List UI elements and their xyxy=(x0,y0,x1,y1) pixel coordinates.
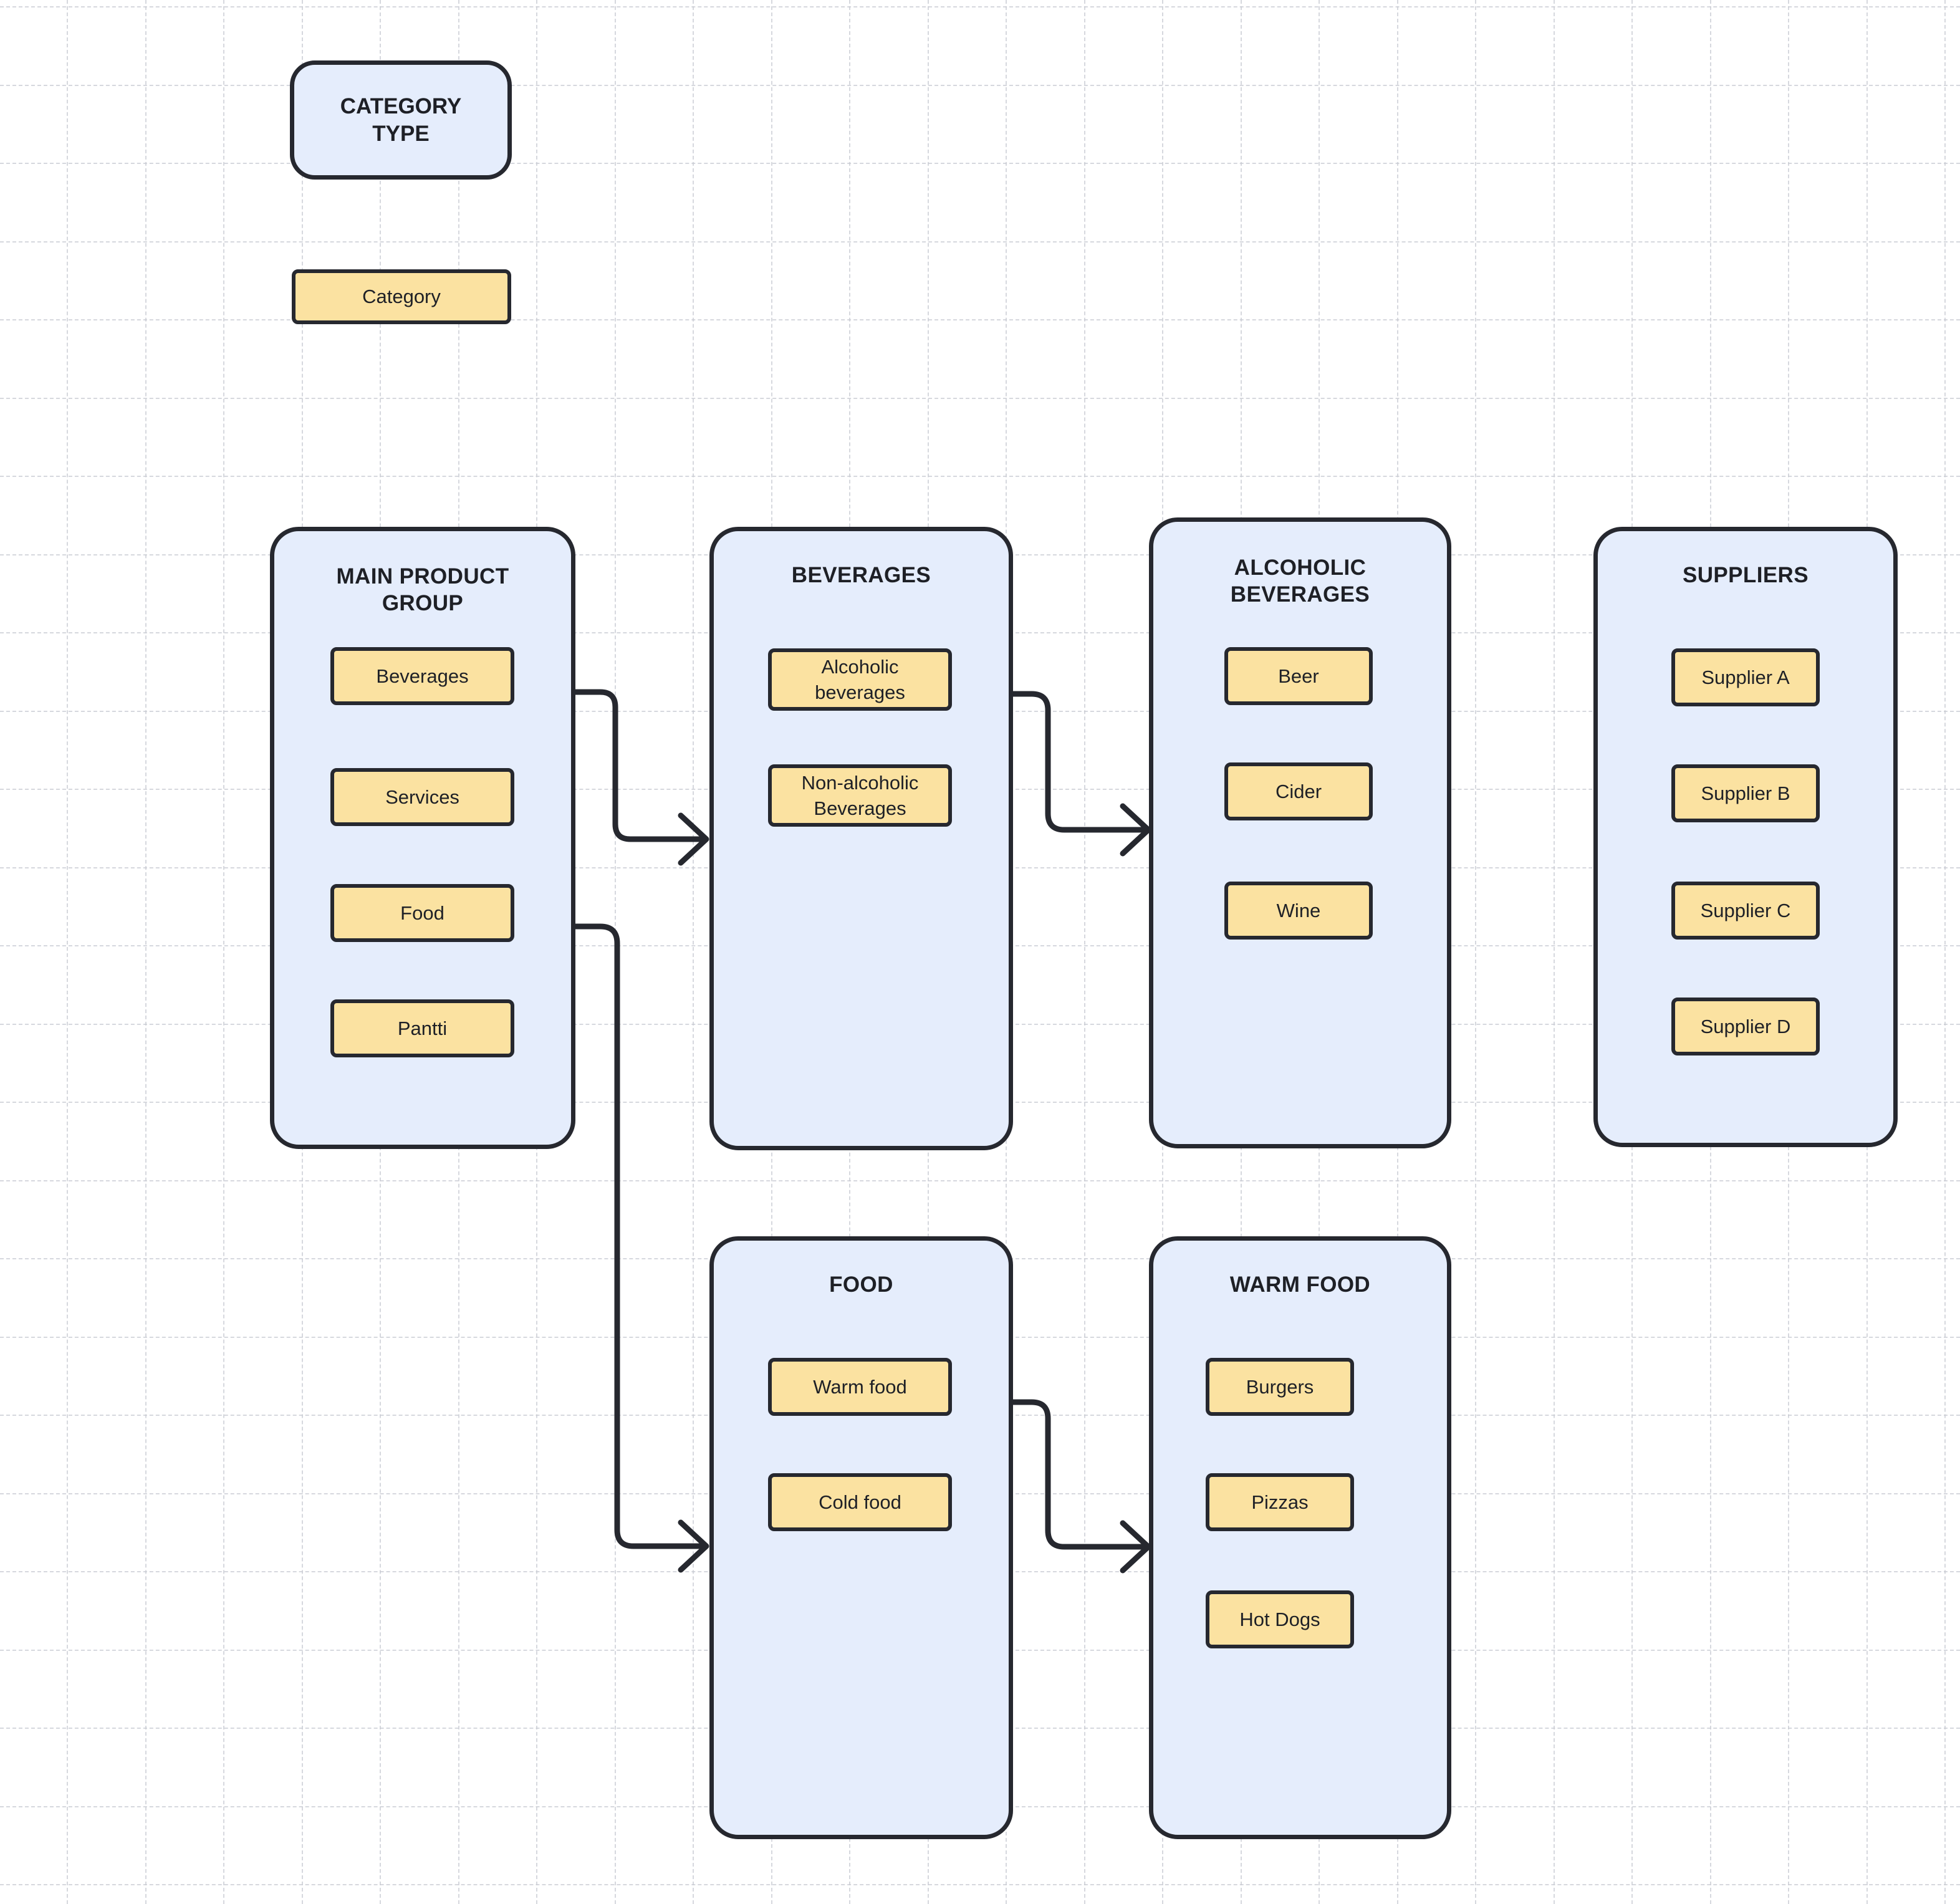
node-label: Burgers xyxy=(1246,1375,1314,1398)
node-label: Cold food xyxy=(819,1491,901,1513)
node-beverages[interactable]: Beverages xyxy=(330,647,514,705)
node-burgers[interactable]: Burgers xyxy=(1206,1358,1354,1416)
title-line: MAIN PRODUCT xyxy=(336,564,509,589)
container-title-main-product-group: MAIN PRODUCT GROUP xyxy=(274,564,571,617)
container-title-beverages: BEVERAGES xyxy=(714,562,1009,589)
legend-category-shape[interactable]: Category xyxy=(292,269,511,324)
node-alcoholic-beverages[interactable]: Alcoholic beverages xyxy=(768,648,952,711)
container-beverages[interactable]: BEVERAGES xyxy=(709,527,1013,1150)
container-title-alcoholic-beverages: ALCOHOLIC BEVERAGES xyxy=(1153,555,1447,608)
title-line: ALCOHOLIC xyxy=(1234,555,1367,580)
legend-category-label: Category xyxy=(362,286,441,308)
node-label: Supplier A xyxy=(1701,666,1790,688)
node-non-alcoholic-beverages[interactable]: Non-alcoholic Beverages xyxy=(768,764,952,827)
node-cider[interactable]: Cider xyxy=(1224,762,1373,820)
node-hot-dogs[interactable]: Hot Dogs xyxy=(1206,1590,1354,1648)
node-label: Wine xyxy=(1276,899,1321,921)
node-supplier-b[interactable]: Supplier B xyxy=(1671,764,1820,822)
container-title-suppliers: SUPPLIERS xyxy=(1598,562,1893,589)
container-title-food: FOOD xyxy=(714,1272,1009,1299)
node-supplier-a[interactable]: Supplier A xyxy=(1671,648,1820,706)
node-warm-food[interactable]: Warm food xyxy=(768,1358,952,1416)
node-label: Services xyxy=(385,786,459,808)
legend-type-line2: TYPE xyxy=(372,121,430,146)
container-title-warm-food: WARM FOOD xyxy=(1153,1272,1447,1299)
container-warm-food[interactable]: WARM FOOD xyxy=(1149,1236,1451,1839)
node-pizzas[interactable]: Pizzas xyxy=(1206,1473,1354,1531)
title-line: WARM FOOD xyxy=(1229,1272,1371,1297)
title-line: GROUP xyxy=(382,590,464,615)
node-label: Beverages xyxy=(376,665,469,687)
title-line: FOOD xyxy=(829,1272,893,1297)
node-beer[interactable]: Beer xyxy=(1224,647,1373,705)
legend-type-line1: CATEGORY xyxy=(340,94,462,119)
node-label: Beer xyxy=(1278,665,1319,687)
node-label: Food xyxy=(400,902,444,924)
title-line: SUPPLIERS xyxy=(1683,563,1809,587)
node-label: Alcoholic beverages xyxy=(815,655,905,703)
node-pantti[interactable]: Pantti xyxy=(330,999,514,1057)
container-food[interactable]: FOOD xyxy=(709,1236,1013,1839)
node-label: Pizzas xyxy=(1251,1491,1309,1513)
node-label: Pantti xyxy=(397,1017,448,1039)
container-alcoholic-beverages[interactable]: ALCOHOLIC BEVERAGES xyxy=(1149,517,1451,1148)
node-services[interactable]: Services xyxy=(330,768,514,826)
title-line: BEVERAGES xyxy=(791,563,931,587)
node-supplier-d[interactable]: Supplier D xyxy=(1671,998,1820,1055)
node-wine[interactable]: Wine xyxy=(1224,882,1373,940)
legend-category-type-shape[interactable]: CATEGORY TYPE xyxy=(290,60,512,180)
node-cold-food[interactable]: Cold food xyxy=(768,1473,952,1531)
node-label: Supplier B xyxy=(1701,782,1790,804)
node-label: Hot Dogs xyxy=(1239,1608,1320,1630)
node-label: Warm food xyxy=(813,1375,907,1398)
node-supplier-c[interactable]: Supplier C xyxy=(1671,882,1820,940)
node-label: Cider xyxy=(1275,780,1322,802)
node-label: Non-alcoholic Beverages xyxy=(801,771,919,819)
node-label: Supplier D xyxy=(1700,1015,1791,1037)
node-food[interactable]: Food xyxy=(330,884,514,942)
title-line: BEVERAGES xyxy=(1230,582,1370,607)
node-label: Supplier C xyxy=(1700,899,1791,921)
